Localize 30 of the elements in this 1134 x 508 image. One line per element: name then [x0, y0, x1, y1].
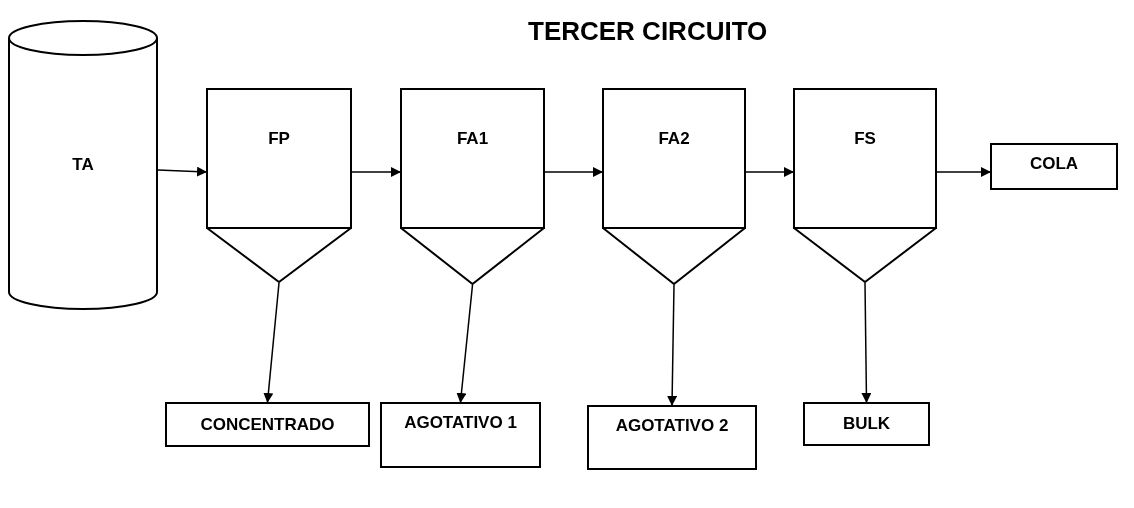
node-label: COLA: [1029, 153, 1079, 175]
diagram-title: TERCER CIRCUITO: [528, 15, 768, 48]
output-box: [587, 405, 757, 470]
flotation-cell: [206, 88, 352, 283]
arrow: [157, 166, 207, 177]
node-label: AGOTATIVO 2: [615, 415, 729, 437]
arrow: [861, 282, 872, 403]
node-label: FS: [854, 128, 876, 150]
output-box: [165, 402, 370, 447]
arrow: [263, 282, 280, 403]
node-label: AGOTATIVO 1: [404, 412, 517, 434]
arrow: [745, 167, 794, 177]
arrow: [667, 284, 678, 406]
arrow: [544, 167, 603, 177]
output-box: [380, 402, 541, 468]
node-label: FP: [268, 128, 290, 150]
flotation-cell: [793, 88, 937, 283]
node-label: CONCENTRADO: [200, 413, 335, 436]
tank-cylinder: [8, 20, 158, 310]
output-box: [990, 143, 1118, 190]
arrow: [351, 167, 401, 177]
flotation-cell: [400, 88, 545, 285]
output-box: [803, 402, 930, 446]
node-label: FA2: [658, 128, 690, 150]
flotation-cell: [602, 88, 746, 285]
node-label: TA: [72, 154, 94, 176]
node-label: FA1: [456, 128, 489, 150]
arrow: [456, 284, 474, 403]
arrow: [936, 167, 991, 177]
node-label: BULK: [842, 413, 891, 435]
